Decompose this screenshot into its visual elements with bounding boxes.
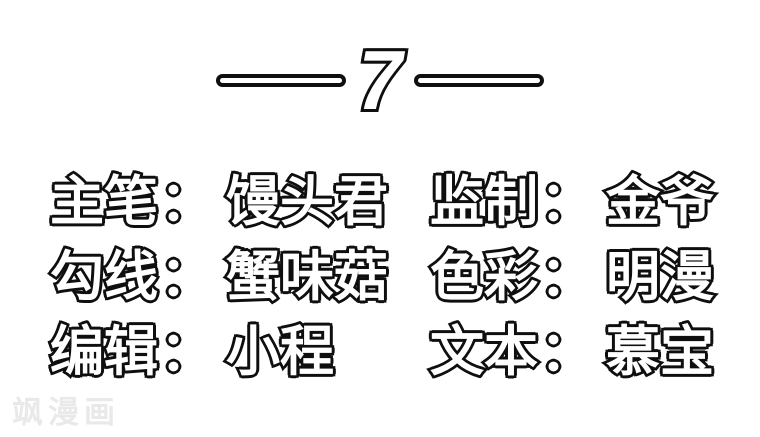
- credit-text: 文本：慕宝: [428, 320, 717, 385]
- credit-colon: ：: [538, 320, 597, 385]
- title-dash-right: [414, 73, 545, 87]
- credit-line-art: 勾线：蟹味菇: [48, 245, 391, 310]
- credit-color: 色彩：明漫: [428, 245, 717, 310]
- credit-editor: 编辑：小程: [48, 320, 337, 385]
- credits-row-3: 编辑：小程 文本：慕宝: [0, 320, 760, 385]
- credits-row-2: 勾线：蟹味菇 色彩：明漫: [0, 245, 760, 310]
- credit-main-artist: 主笔：馒头君: [48, 170, 391, 235]
- credit-role: 文本: [428, 320, 541, 385]
- credit-person: 馒头君: [224, 170, 391, 235]
- credits-row-1: 主笔：馒头君 监制：金爷: [0, 170, 760, 235]
- credit-person: 金爷: [604, 170, 717, 235]
- chapter-number: 7: [345, 30, 414, 130]
- chapter-title: 7: [0, 30, 760, 130]
- credit-person: 蟹味菇: [224, 245, 391, 310]
- credit-role: 编辑: [48, 320, 161, 385]
- credit-role: 主笔: [48, 170, 161, 235]
- credit-colon: ：: [158, 245, 217, 310]
- credit-role: 监制: [428, 170, 541, 235]
- credit-role: 勾线: [48, 245, 161, 310]
- title-dash-left: [215, 73, 346, 87]
- credit-supervisor: 监制：金爷: [428, 170, 717, 235]
- credit-colon: ：: [538, 170, 597, 235]
- credit-colon: ：: [538, 245, 597, 310]
- platform-watermark: 飒漫画: [12, 395, 120, 430]
- credit-colon: ：: [158, 320, 217, 385]
- credit-person: 慕宝: [604, 320, 717, 385]
- credit-role: 色彩: [428, 245, 541, 310]
- credit-person: 小程: [224, 320, 337, 385]
- credit-colon: ：: [158, 170, 217, 235]
- credit-person: 明漫: [604, 245, 717, 310]
